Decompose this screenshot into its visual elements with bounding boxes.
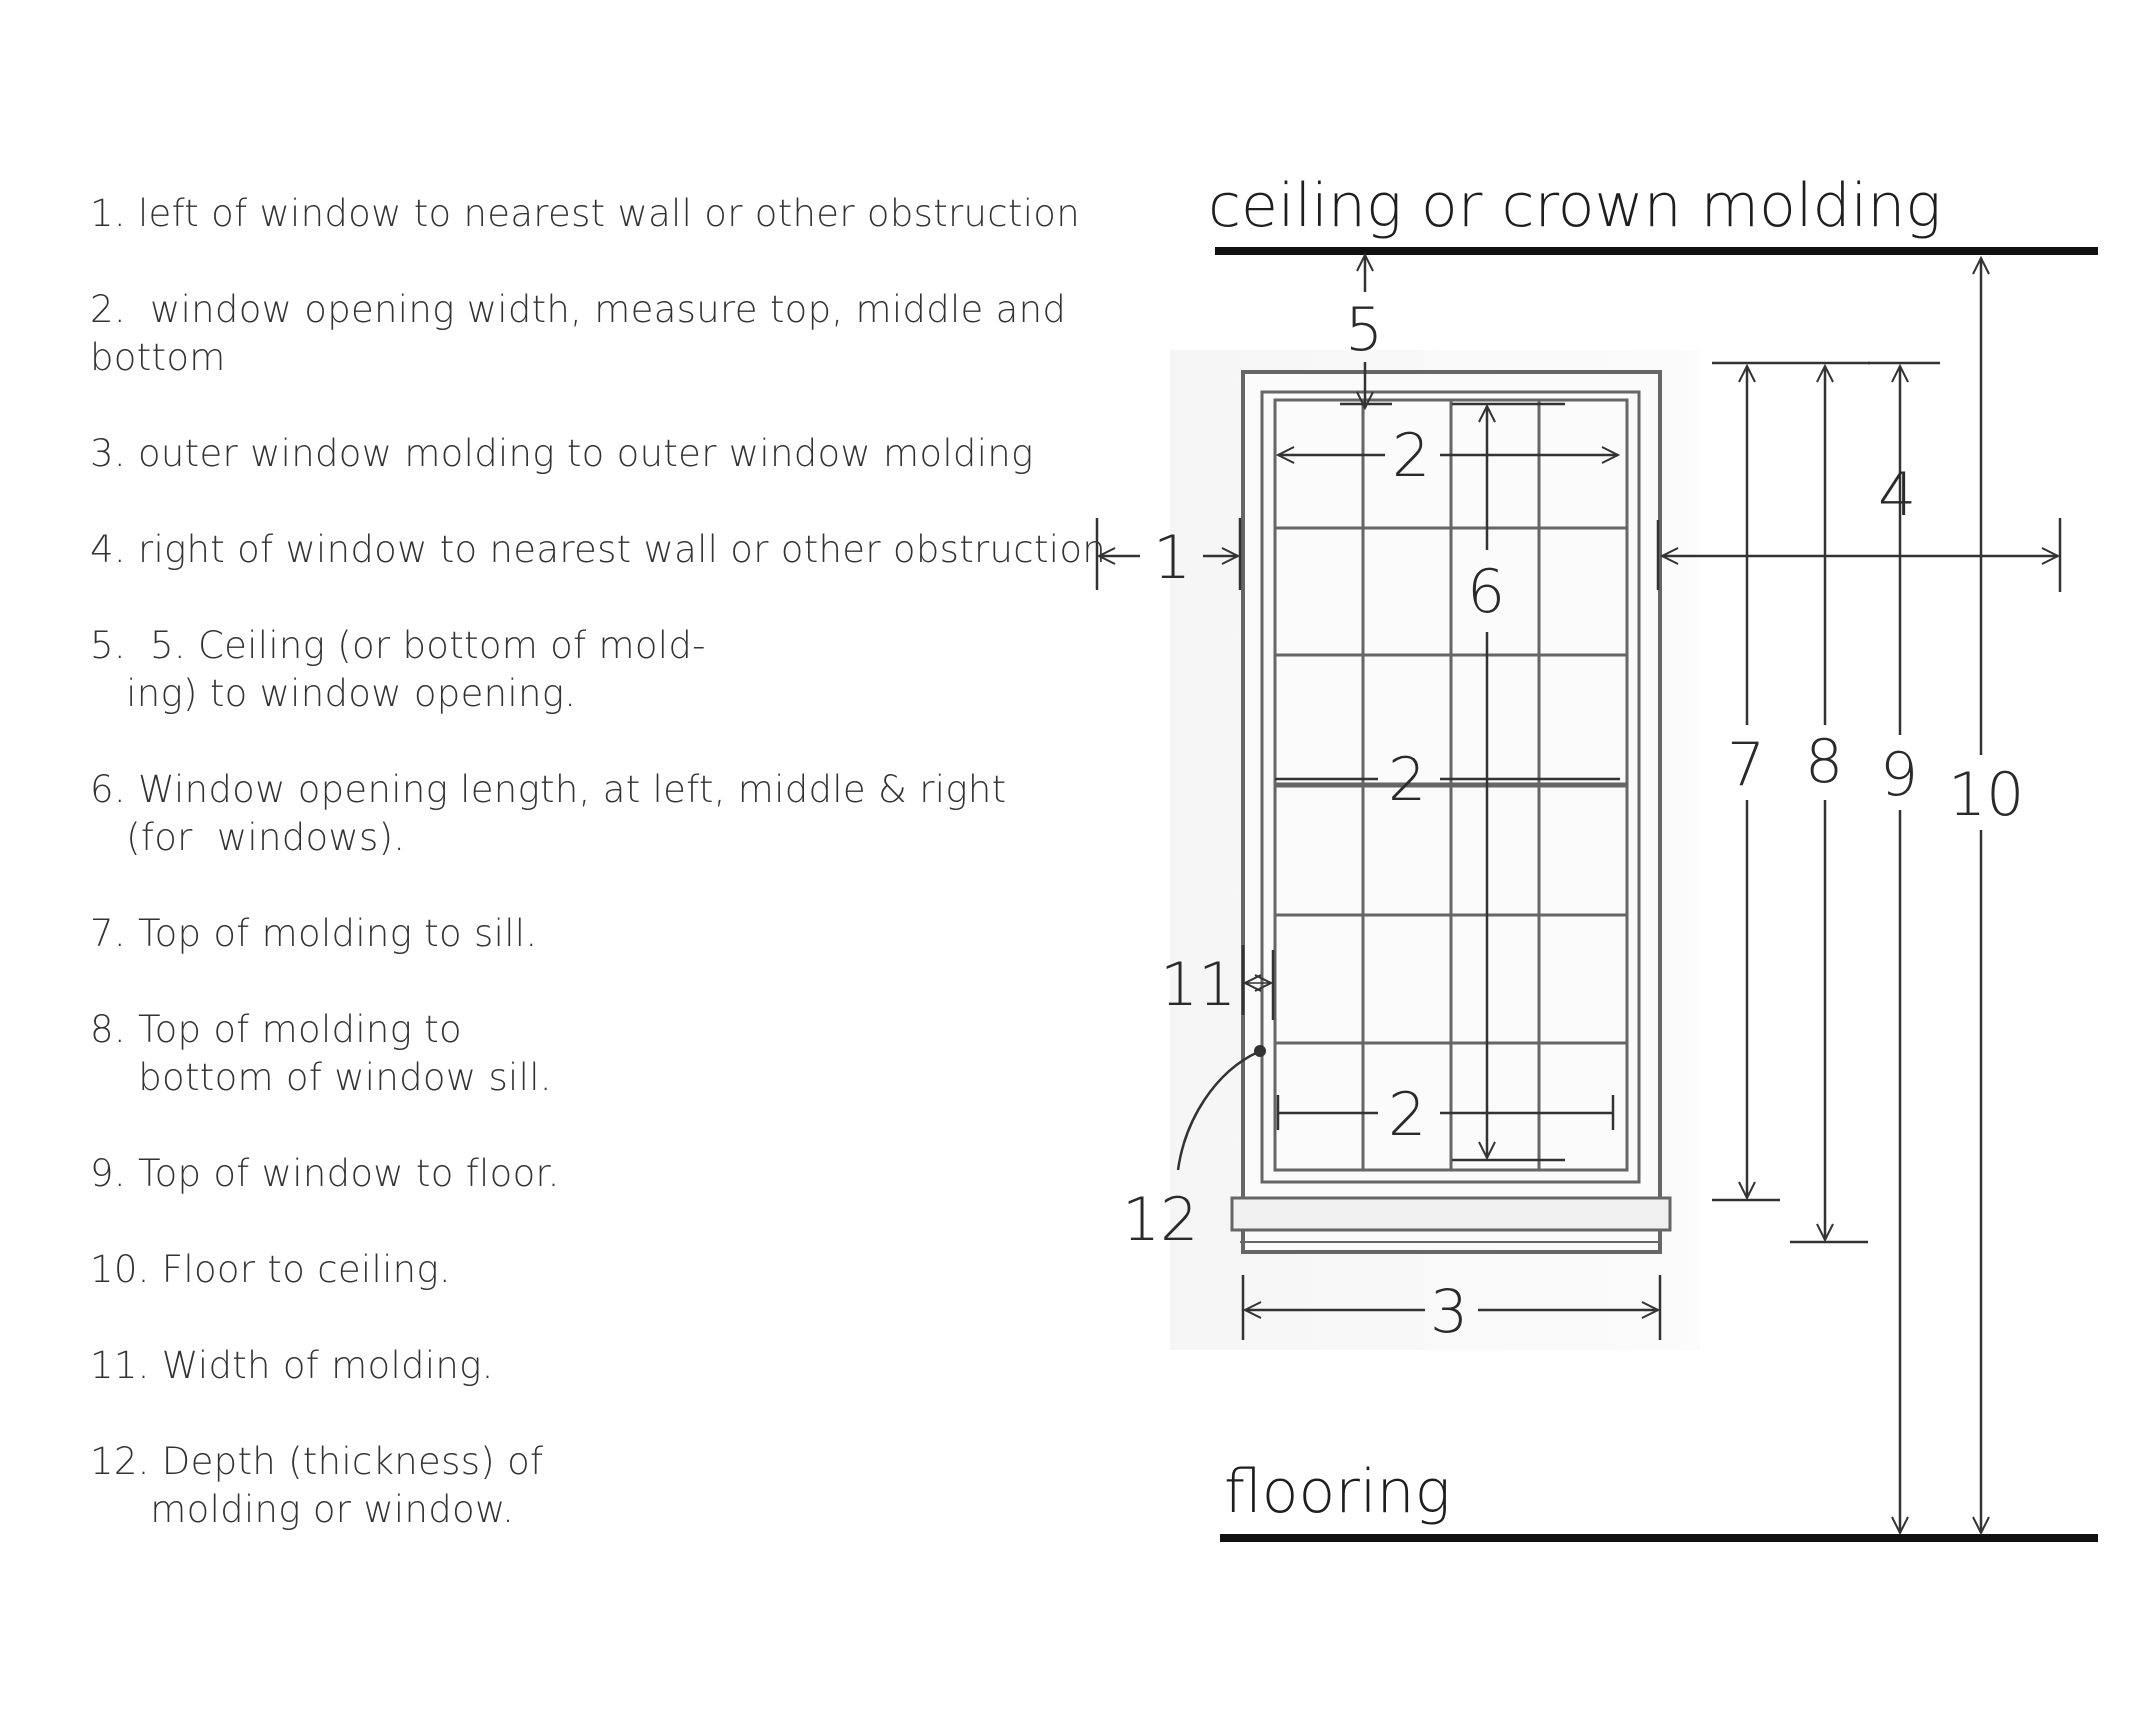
legend-item-5: 5. 5. Ceiling (or bottom of mold- ing) t… [90,624,706,715]
legend-item-10: 10. Floor to ceiling. [90,1248,451,1291]
legend-item-7: 7. Top of molding to sill. [90,912,538,955]
legend-item-1: 1. left of window to nearest wall or oth… [90,192,1080,235]
legend-item-2: 2. window opening width, measure top, mi… [90,288,1067,379]
marker-1: 1 [1153,523,1191,593]
legend-item-8: 8. Top of molding to bottom of window si… [90,1008,552,1099]
dim-12-pointer [1176,1050,1259,1171]
marker-3: 3 [1430,1277,1468,1347]
inner-molding [1260,390,1641,1184]
marker-2-mid: 2 [1388,745,1426,815]
marker-5: 5 [1345,295,1383,365]
marker-2-bottom: 2 [1388,1080,1426,1150]
legend-item-12: 12. Depth (thickness) of molding or wind… [90,1440,544,1531]
marker-2-top: 2 [1392,421,1430,491]
marker-10: 10 [1948,760,2024,830]
marker-12: 12 [1122,1185,1198,1255]
measurement-legend: 1. left of window to nearest wall or oth… [90,190,1106,1534]
flooring-label: flooring [1224,1457,1451,1527]
marker-11: 11 [1160,950,1236,1020]
dimension-markers: 1 2 2 2 3 4 5 6 7 8 9 10 11 12 [1122,295,2024,1347]
window-sill [1230,1196,1672,1232]
window-drawing [1230,370,1672,1254]
legend-item-6: 6. Window opening length, at left, middl… [90,768,1007,859]
marker-4: 4 [1878,460,1916,530]
dim-12-dot [1254,1045,1266,1057]
marker-8: 8 [1805,727,1843,797]
legend-item-3: 3. outer window molding to outer window … [90,432,1034,475]
marker-7: 7 [1727,730,1765,800]
legend-item-11: 11. Width of molding. [90,1344,494,1387]
ceiling-label: ceiling or crown molding [1208,171,1941,241]
marker-9: 9 [1880,740,1918,810]
dimension-lines [1095,255,2062,1533]
marker-6: 6 [1467,557,1505,627]
legend-item-9: 9. Top of window to floor. [90,1152,560,1195]
